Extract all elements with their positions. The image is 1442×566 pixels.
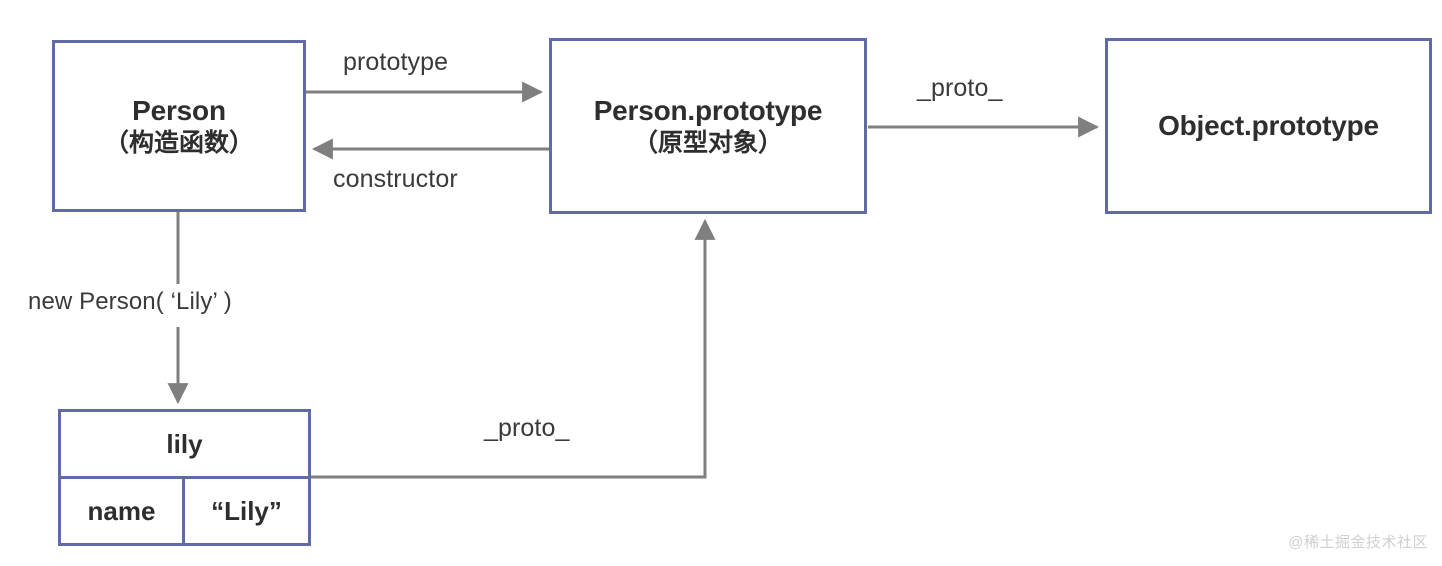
node-lily-property-value: “Lily” [211, 495, 282, 526]
node-person-prototype-subtitle: （原型对象） [632, 128, 783, 157]
node-lily-property-row: name “Lily” [61, 479, 308, 543]
edge-label-new-person: new Person( ‘Lily’ ) [28, 288, 232, 315]
watermark: @稀土掘金技术社区 [1288, 534, 1428, 551]
edge-label-prototype: prototype [343, 48, 449, 76]
node-person-prototype[interactable]: Person.prototype （原型对象） [549, 38, 867, 214]
edge-label-constructor: constructor [333, 165, 458, 193]
node-person-subtitle: （构造函数） [103, 128, 254, 157]
edge-label-proto-bottom: _proto_ [484, 414, 570, 442]
node-object-prototype[interactable]: Object.prototype [1105, 38, 1432, 214]
edge-label-proto-top: _proto_ [917, 74, 1003, 102]
node-lily-property-key: name [61, 479, 185, 543]
node-lily[interactable]: lily name “Lily” [58, 409, 311, 546]
node-person-title: Person [132, 95, 226, 127]
node-object-prototype-title: Object.prototype [1158, 110, 1379, 142]
node-person[interactable]: Person （构造函数） [52, 40, 306, 212]
node-person-prototype-title: Person.prototype [593, 95, 823, 127]
node-lily-title: lily [61, 412, 308, 479]
